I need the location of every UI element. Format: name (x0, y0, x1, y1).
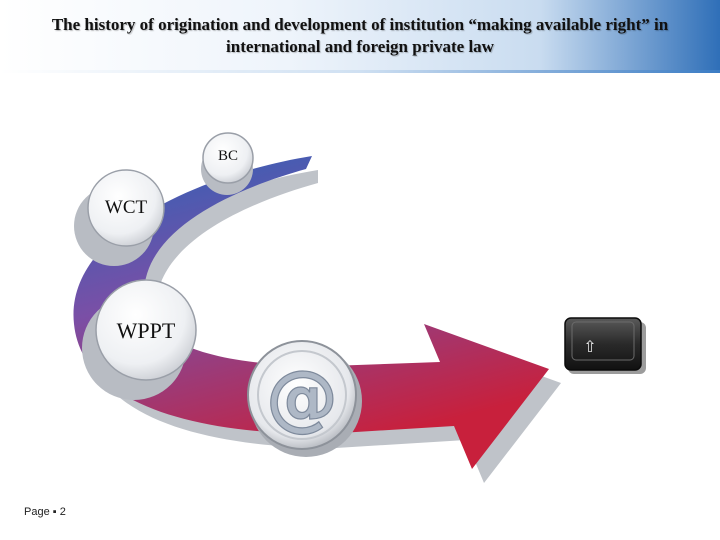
curved-arrow (73, 156, 550, 469)
wppt-node (95, 279, 197, 381)
at-icon: @ (266, 355, 338, 439)
page-number: Page ▪ 2 (24, 506, 66, 518)
keyboard-key (564, 317, 642, 371)
wct-node (87, 169, 165, 247)
header-bar (0, 0, 720, 70)
slide-title: The history of origination and developme… (51, 15, 669, 56)
bc-node (202, 132, 254, 184)
header-accent-line (0, 70, 720, 73)
wct-label: WCT (104, 197, 148, 218)
at-node-inner-ring (257, 350, 347, 440)
wppt-label: WPPT (116, 318, 176, 343)
bc-label: BC (217, 148, 238, 164)
at-node (247, 340, 357, 450)
shift-arrow-icon: ⇧ (583, 337, 596, 356)
keyboard-key-top (571, 321, 635, 361)
